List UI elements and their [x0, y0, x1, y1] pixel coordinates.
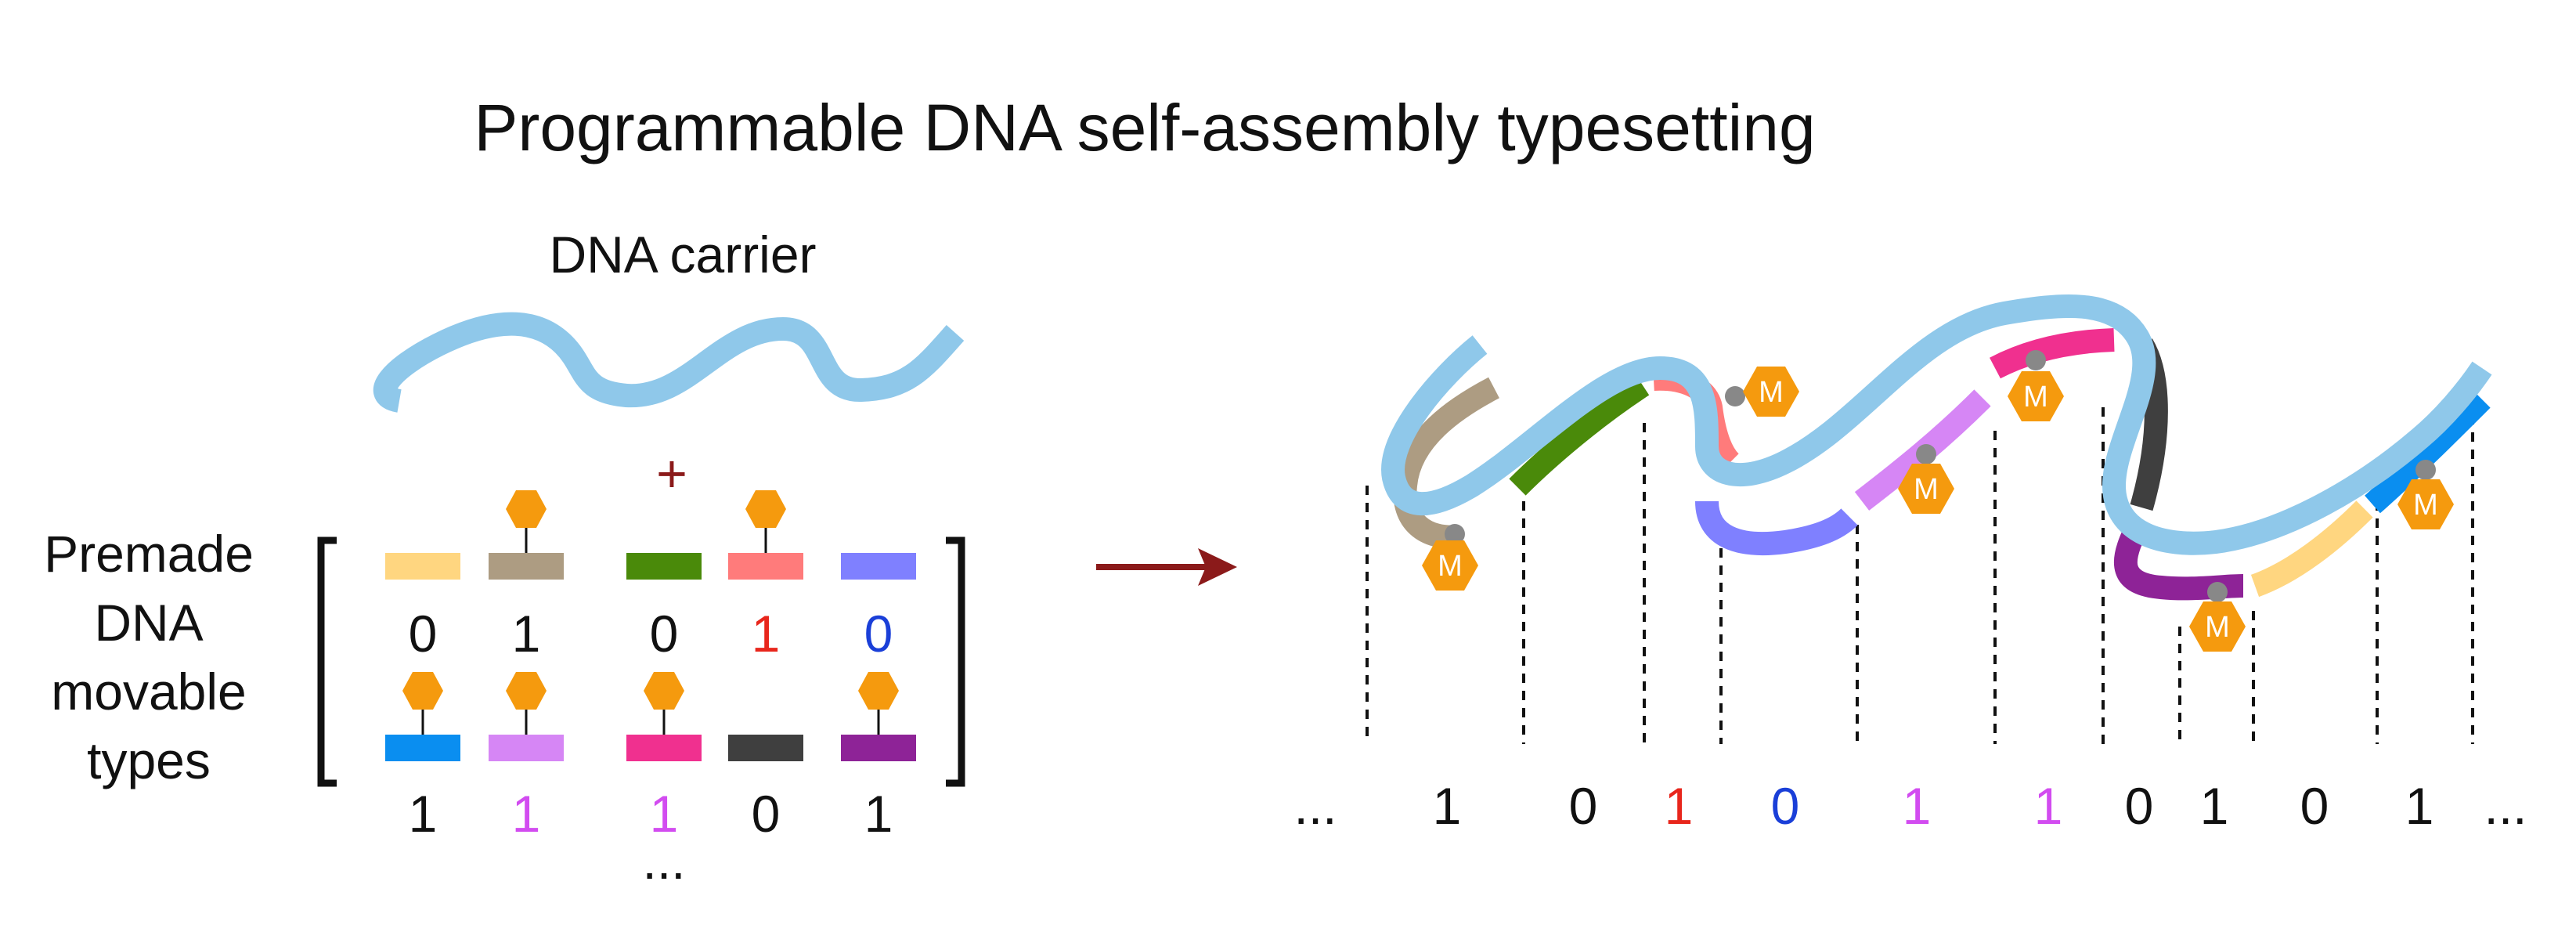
segment-bright-blue — [2365, 391, 2491, 514]
row1-type: 0 — [841, 553, 916, 663]
movable-type-digit: 1 — [650, 785, 679, 843]
assembled-marker: M — [2397, 460, 2454, 529]
hexagon-tag-icon — [402, 672, 443, 710]
hexagon-tag-icon — [858, 672, 899, 710]
premade-label-line-4: types — [87, 731, 211, 789]
sequence-ellipsis: ... — [1293, 777, 1337, 835]
row1-type: 1 — [728, 490, 803, 663]
row1-type: 0 — [385, 553, 460, 663]
premade-ellipsis: ... — [642, 832, 685, 890]
sequence-digit: 1 — [1433, 777, 1462, 835]
movable-type-digit: 1 — [752, 605, 781, 663]
movable-type-bar — [841, 553, 916, 580]
movable-type-bar — [385, 553, 460, 580]
row2-type: 1 — [489, 672, 564, 843]
marker-label: M — [2413, 489, 2438, 522]
movable-type-digit: 0 — [409, 605, 438, 663]
movable-type-digit: 0 — [650, 605, 679, 663]
segment-yellow — [2250, 500, 2373, 598]
sequence-digit: 1 — [1903, 777, 1932, 835]
movable-type-bar — [385, 735, 460, 761]
assembled-marker: M — [1725, 367, 1799, 417]
segment-blue — [1695, 500, 1858, 556]
dna-carrier-label: DNA carrier — [549, 226, 816, 284]
marker-label: M — [2205, 611, 2230, 644]
hexagon-tag-icon — [506, 490, 547, 528]
movable-type-digit: 0 — [864, 605, 893, 663]
marker-label: M — [1914, 473, 1939, 506]
assembled-dna-carrier — [1381, 294, 2492, 555]
movable-type-bar — [728, 735, 803, 761]
marker-label: M — [1759, 376, 1784, 409]
movable-type-digit: 1 — [409, 785, 438, 843]
movable-type-digit: 1 — [512, 605, 541, 663]
dashed-guides — [1366, 407, 2474, 744]
row2-type: 0 — [728, 735, 803, 843]
assembled-types — [1393, 328, 2491, 601]
movable-type-bar — [728, 553, 803, 580]
marker-pin-icon — [1445, 524, 1465, 544]
hexagon-tag-icon — [745, 490, 786, 528]
sequence-digit: 1 — [2034, 777, 2063, 835]
segment-green — [1509, 375, 1650, 496]
sequence-ellipsis: ... — [2484, 777, 2527, 835]
hexagon-marker-icon — [2189, 601, 2246, 652]
premade-label-line-1: Premade — [44, 525, 254, 583]
movable-type-digit: 1 — [864, 785, 893, 843]
diagram-title: Programmable DNA self-assembly typesetti… — [474, 91, 1815, 164]
row2-type: 1 — [385, 672, 460, 843]
premade-movable-types: 0 1 0 1 0 1 1 1 0 1 — [385, 490, 916, 843]
sequence-digit: 1 — [2405, 777, 2434, 835]
assembled-marker: M — [2189, 582, 2246, 652]
marker-pin-icon — [2415, 460, 2436, 480]
movable-type-bar — [489, 735, 564, 761]
row1-type: 1 — [489, 490, 564, 663]
hexagon-marker-icon — [1743, 367, 1799, 417]
assembled-marker: M — [2008, 350, 2064, 421]
sequence-digit: 0 — [2125, 777, 2154, 835]
movable-type-bar — [626, 735, 702, 761]
sequence-digit: 0 — [2300, 777, 2329, 835]
assembled-markers: M M M M M M — [1422, 350, 2454, 652]
movable-type-bar — [489, 553, 564, 580]
movable-type-digit: 1 — [512, 785, 541, 843]
marker-pin-icon — [2207, 582, 2228, 602]
assembled-marker: M — [1898, 444, 1954, 514]
marker-pin-icon — [2026, 350, 2046, 370]
dna-carrier-strand — [373, 312, 965, 413]
assembly-arrow — [1096, 548, 1237, 586]
row2-type: 1 — [626, 672, 702, 843]
hexagon-marker-icon — [1898, 464, 1954, 514]
sequence-digit: 1 — [1665, 777, 1694, 835]
premade-label-line-2: DNA — [94, 594, 203, 652]
left-bracket — [317, 536, 337, 787]
movable-type-digit: 0 — [752, 785, 781, 843]
assembled-marker: M — [1422, 524, 1478, 591]
hexagon-tag-icon — [506, 672, 547, 710]
marker-label: M — [2023, 381, 2048, 414]
hexagon-marker-icon — [1422, 540, 1478, 591]
right-bracket — [946, 536, 965, 787]
movable-type-bar — [626, 553, 702, 580]
premade-label-line-3: movable — [51, 663, 246, 721]
marker-pin-icon — [1725, 386, 1745, 406]
marker-label: M — [1438, 550, 1463, 583]
marker-pin-icon — [1916, 444, 1936, 464]
sequence-digit: 0 — [1569, 777, 1598, 835]
hexagon-marker-icon — [2008, 371, 2064, 421]
row1-type: 0 — [626, 553, 702, 663]
hexagon-tag-icon — [644, 672, 684, 710]
segment-pink — [1990, 328, 2115, 379]
sequence-digit: 1 — [2200, 777, 2229, 835]
premade-types-label: Premade DNA movable types — [44, 525, 254, 789]
hexagon-marker-icon — [2397, 479, 2454, 529]
row2-type: 1 — [841, 672, 916, 843]
movable-type-bar — [841, 735, 916, 761]
sequence-digit: 0 — [1771, 777, 1800, 835]
plus-sign: + — [656, 444, 687, 504]
